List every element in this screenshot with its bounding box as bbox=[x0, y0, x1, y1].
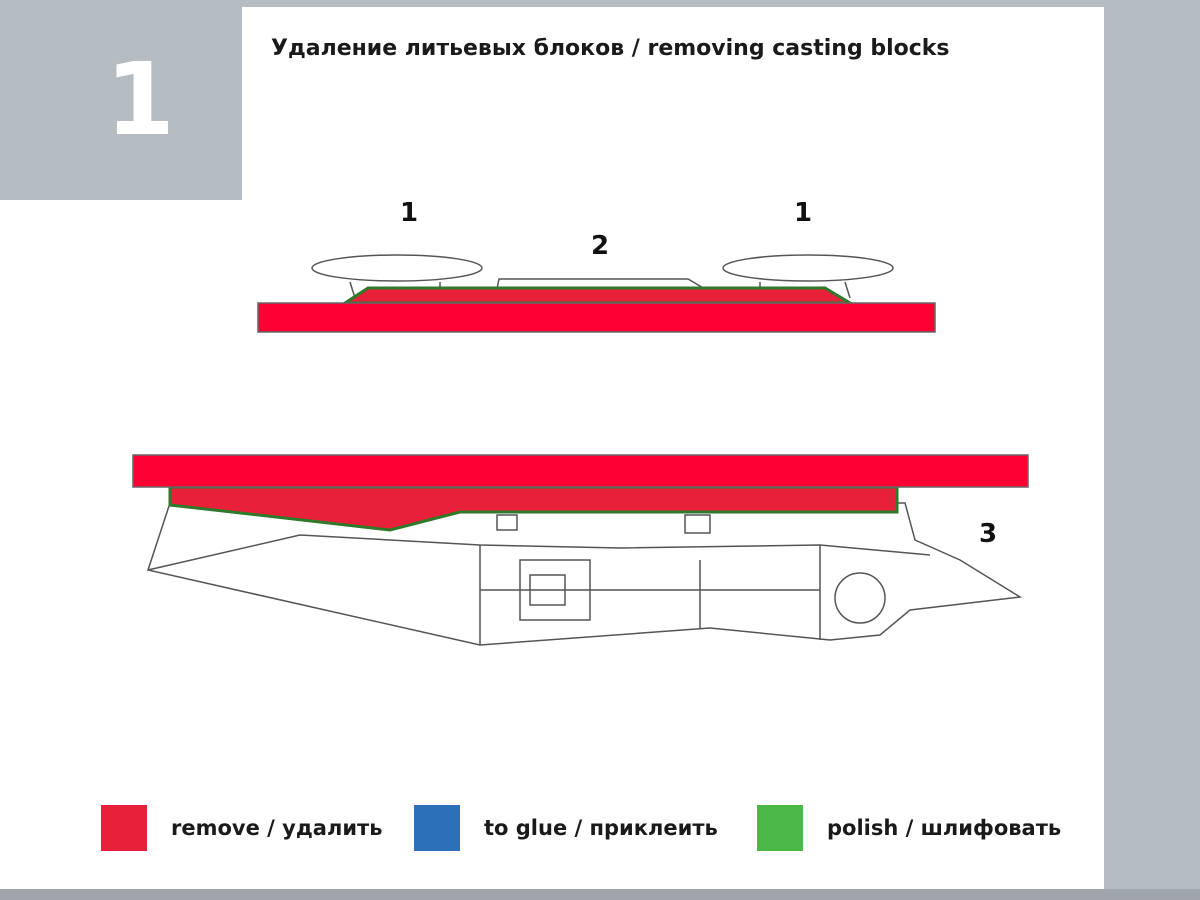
remove-swatch bbox=[101, 805, 147, 851]
polish-swatch bbox=[757, 805, 803, 851]
side-view-part bbox=[147, 502, 1023, 646]
top-casting-block-inner bbox=[339, 286, 856, 305]
bottom-border bbox=[0, 889, 1200, 900]
pod-left bbox=[311, 254, 483, 282]
fuselage-outline bbox=[147, 502, 1023, 646]
side-casting-block bbox=[132, 454, 1029, 488]
glue-swatch bbox=[414, 805, 460, 851]
legend-remove: remove / удалить bbox=[101, 805, 383, 851]
callout-2: 2 bbox=[591, 231, 610, 261]
legend-label: to glue / приклеить bbox=[484, 816, 718, 840]
callout-3: 3 bbox=[979, 519, 998, 549]
legend-glue: to glue / приклеить bbox=[414, 805, 718, 851]
page-title: Удаление литьевых блоков / removing cast… bbox=[271, 36, 950, 61]
top-casting-block bbox=[257, 302, 936, 333]
step-number-box: 1 bbox=[0, 0, 242, 200]
legend-label: polish / шлифовать bbox=[827, 816, 1062, 840]
callout-1-left: 1 bbox=[400, 198, 419, 228]
legend-polish: polish / шлифовать bbox=[757, 805, 1061, 851]
legend-label: remove / удалить bbox=[171, 816, 383, 840]
callout-1-right: 1 bbox=[794, 198, 813, 228]
step-number: 1 bbox=[105, 41, 175, 158]
pod-right bbox=[722, 254, 894, 282]
top-view-part bbox=[311, 254, 894, 299]
